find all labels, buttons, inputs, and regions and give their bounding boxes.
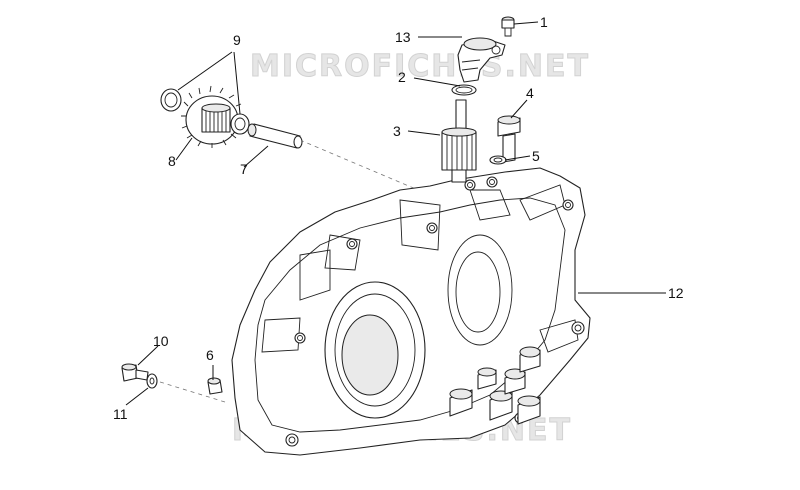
callout-5: 5 [532, 148, 540, 164]
part-7-shaft [247, 123, 303, 149]
callout-7: 7 [240, 161, 248, 177]
part-13-sender-housing [457, 37, 506, 83]
callout-labels: 1 2 3 4 5 6 7 8 9 10 11 12 13 [113, 14, 684, 422]
callout-8: 8 [168, 153, 176, 169]
part-3-drive-gear [441, 99, 477, 183]
callout-13: 13 [395, 29, 411, 45]
part-9-washer-right [230, 113, 250, 135]
part-9-washer-left [160, 88, 182, 112]
callout-11: 11 [113, 406, 128, 422]
stud-bosses [449, 346, 541, 425]
watermark-top: MICROFICHES.NET [250, 49, 590, 84]
axis-shaft [299, 139, 431, 196]
callout-12: 12 [668, 285, 684, 301]
secondary-bore [447, 234, 513, 346]
callout-6: 6 [206, 347, 214, 363]
callout-9: 9 [233, 32, 241, 48]
axis-screw [159, 381, 226, 403]
callout-4: 4 [526, 85, 534, 101]
callout-1: 1 [540, 14, 548, 30]
callout-10: 10 [153, 333, 169, 349]
part-4-bolt [497, 115, 521, 163]
part-8-gear [181, 85, 242, 148]
part-10-screw [121, 363, 149, 382]
part-5-washer [489, 155, 507, 165]
part-6-dowel-pin [207, 377, 223, 395]
part-2-o-ring [451, 84, 477, 96]
crankcase-half [231, 167, 591, 456]
part-1-screw [501, 16, 515, 37]
leader-lines [125, 21, 666, 406]
callout-2: 2 [398, 69, 406, 85]
callout-3: 3 [393, 123, 401, 139]
part-11-washer [146, 373, 158, 389]
